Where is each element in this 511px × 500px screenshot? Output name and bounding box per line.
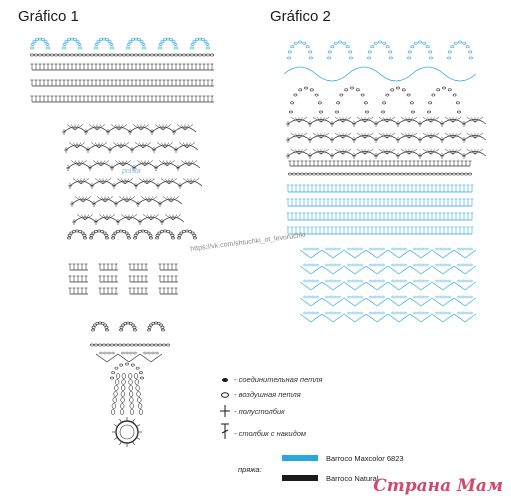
slip-stitch-icon xyxy=(222,378,228,382)
legend-chain-stitch-label: - воздушная петля xyxy=(234,390,301,399)
yarn-swatch-natural xyxy=(282,475,318,481)
yarn-swatch-maxcolor xyxy=(282,455,318,461)
chart-1-title: Gráfico 1 xyxy=(18,8,79,25)
single-crochet-icon xyxy=(220,405,230,417)
brand-watermark: Страна Мам xyxy=(373,476,503,496)
chart-2-title: Gráfico 2 xyxy=(270,8,331,25)
chart-2-diagram xyxy=(283,40,487,323)
double-crochet-icon xyxy=(221,423,229,439)
legend-slip-stitch-label: - соединительная петля xyxy=(234,375,323,384)
legend-single-crochet-label: - полустолбик xyxy=(234,407,285,416)
yarn-name-maxcolor: Barroco Maxcolor 6823 xyxy=(326,454,404,463)
yarn-heading: пряжа: xyxy=(238,465,262,474)
legend-double-crochet-label: - столбик с накидом xyxy=(234,429,307,438)
chain-stitch-icon xyxy=(221,392,229,398)
yarn-name-natural: Barroco Natural xyxy=(326,474,379,483)
chart-1-diagram xyxy=(29,37,215,447)
small-watermark: polsta xyxy=(122,168,141,175)
